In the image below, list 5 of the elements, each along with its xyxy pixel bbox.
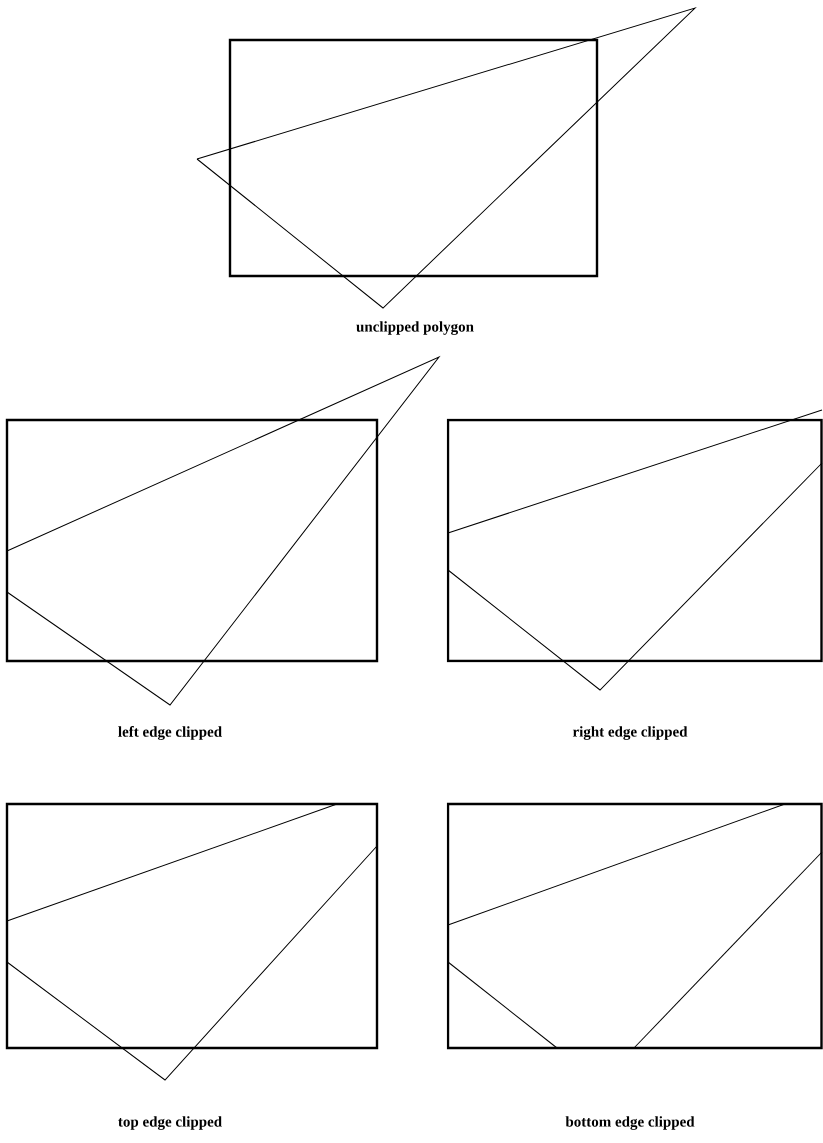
caption: left edge clipped: [118, 726, 222, 740]
caption: top edge clipped: [118, 1116, 222, 1130]
caption: right edge clipped: [572, 726, 688, 740]
caption: unclipped polygon: [356, 321, 474, 335]
caption: bottom edge clipped: [565, 1116, 695, 1130]
